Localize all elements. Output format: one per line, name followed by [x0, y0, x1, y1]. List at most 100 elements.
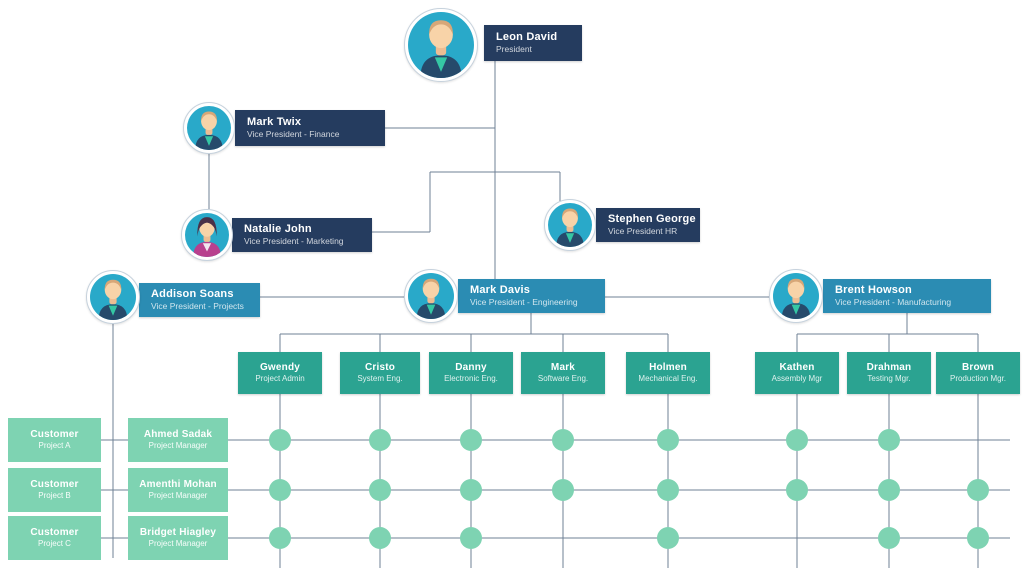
person-icon [185, 213, 229, 257]
node-name: Mark Twix [247, 116, 302, 129]
node-title: Vice President - Marketing [244, 236, 344, 247]
node-title: Project B [38, 491, 71, 501]
matrix-dot [786, 429, 808, 451]
matrix-dot [269, 429, 291, 451]
node-title: Vice President - Finance [247, 129, 340, 140]
org-node-customer-project-c[interactable]: Customer Project C [8, 516, 101, 560]
node-title: Project Manager [148, 491, 208, 501]
avatar-vp-engineering[interactable] [404, 269, 458, 323]
node-title: Testing Mgr. [867, 374, 911, 384]
node-title: System Eng. [357, 374, 403, 384]
org-node-vp-manufacturing[interactable]: Brent Howson Vice President - Manufactur… [823, 279, 991, 313]
person-icon [548, 203, 592, 247]
node-name: Customer [30, 527, 79, 539]
matrix-dot [878, 429, 900, 451]
matrix-dot [460, 527, 482, 549]
org-node-pm-amenthi-mohan[interactable]: Amenthi Mohan Project Manager [128, 468, 228, 512]
node-name: Customer [30, 429, 79, 441]
org-node-dept-system-eng[interactable]: Cristo System Eng. [340, 352, 420, 394]
person-icon [408, 273, 454, 319]
avatar-vp-manufacturing[interactable] [769, 269, 823, 323]
node-title: Software Eng. [537, 374, 589, 384]
org-node-customer-project-b[interactable]: Customer Project B [8, 468, 101, 512]
org-node-vp-hr[interactable]: Stephen George Vice President HR [596, 208, 700, 242]
node-name: Natalie John [244, 223, 312, 236]
matrix-dot [967, 527, 989, 549]
node-name: Mark Davis [470, 284, 531, 297]
person-icon [773, 273, 819, 319]
org-node-vp-finance[interactable]: Mark Twix Vice President - Finance [235, 110, 385, 146]
node-name: Brent Howson [835, 284, 912, 297]
node-title: Assembly Mgr [771, 374, 823, 384]
matrix-dot [657, 479, 679, 501]
node-name: Brown [961, 362, 995, 374]
org-node-president[interactable]: Leon David President [484, 25, 582, 61]
org-node-vp-projects[interactable]: Addison Soans Vice President - Projects [139, 283, 260, 317]
node-name: Amenthi Mohan [139, 479, 217, 491]
matrix-dot [552, 479, 574, 501]
node-title: Vice President - Projects [151, 301, 244, 312]
matrix-dot [786, 479, 808, 501]
tree-connectors [208, 61, 769, 298]
org-node-dept-mechanical-eng[interactable]: Holmen Mechanical Eng. [626, 352, 710, 394]
org-node-dept-production-mgr[interactable]: Brown Production Mgr. [936, 352, 1020, 394]
org-node-dept-assembly-mgr[interactable]: Kathen Assembly Mgr [755, 352, 839, 394]
matrix-dot [967, 479, 989, 501]
node-name: Drahman [866, 362, 912, 374]
matrix-dot [269, 527, 291, 549]
node-name: Customer [30, 479, 79, 491]
node-title: Mechanical Eng. [638, 374, 698, 384]
matrix-dot [369, 527, 391, 549]
node-title: Vice President HR [608, 226, 678, 237]
org-node-dept-electronic-eng[interactable]: Danny Electronic Eng. [429, 352, 513, 394]
node-name: Cristo [364, 362, 396, 374]
node-title: Project Manager [148, 539, 208, 549]
matrix-dot [878, 479, 900, 501]
node-title: Electronic Eng. [444, 374, 498, 384]
node-name: Holmen [649, 362, 687, 374]
node-title: Vice President - Manufacturing [835, 297, 952, 308]
person-icon [408, 12, 474, 78]
node-title: Project Manager [148, 441, 208, 451]
node-title: Vice President - Engineering [470, 297, 578, 308]
org-node-pm-bridget-hiagley[interactable]: Bridget Hiagley Project Manager [128, 516, 228, 560]
node-title: Project C [38, 539, 71, 549]
node-title: Project A [38, 441, 71, 451]
org-node-dept-software-eng[interactable]: Mark Software Eng. [521, 352, 605, 394]
avatar-vp-finance[interactable] [183, 102, 235, 154]
node-name: Ahmed Sadak [143, 429, 213, 441]
org-node-dept-project-admin[interactable]: Gwendy Project Admin [238, 352, 322, 394]
node-title: Production Mgr. [949, 374, 1007, 384]
matrix-dot [552, 429, 574, 451]
avatar-vp-projects[interactable] [86, 270, 140, 324]
node-name: Mark [550, 362, 576, 374]
avatar-president[interactable] [404, 8, 478, 82]
node-name: Danny [455, 362, 487, 374]
node-name: Kathen [779, 362, 815, 374]
matrix-dot [460, 429, 482, 451]
matrix-dot [369, 479, 391, 501]
matrix-dot [657, 429, 679, 451]
matrix-dot [878, 527, 900, 549]
org-node-vp-engineering[interactable]: Mark Davis Vice President - Engineering [458, 279, 605, 313]
org-node-pm-ahmed-sadak[interactable]: Ahmed Sadak Project Manager [128, 418, 228, 462]
node-name: Gwendy [259, 362, 301, 374]
avatar-vp-hr[interactable] [544, 199, 596, 251]
node-name: Bridget Hiagley [139, 527, 217, 539]
node-name: Leon David [496, 31, 558, 44]
avatar-vp-marketing[interactable] [181, 209, 233, 261]
manufacturing-branch-connectors [796, 313, 979, 352]
org-node-dept-testing-mgr[interactable]: Drahman Testing Mgr. [847, 352, 931, 394]
org-node-customer-project-a[interactable]: Customer Project A [8, 418, 101, 462]
node-title: Project Admin [255, 374, 305, 384]
matrix-dot [369, 429, 391, 451]
org-node-vp-marketing[interactable]: Natalie John Vice President - Marketing [232, 218, 372, 252]
node-name: Addison Soans [151, 288, 234, 301]
node-title: President [496, 44, 532, 55]
matrix-dot [657, 527, 679, 549]
matrix-dot [269, 479, 291, 501]
engineering-branch-connectors [279, 313, 669, 352]
matrix-dot [460, 479, 482, 501]
person-icon [187, 106, 231, 150]
